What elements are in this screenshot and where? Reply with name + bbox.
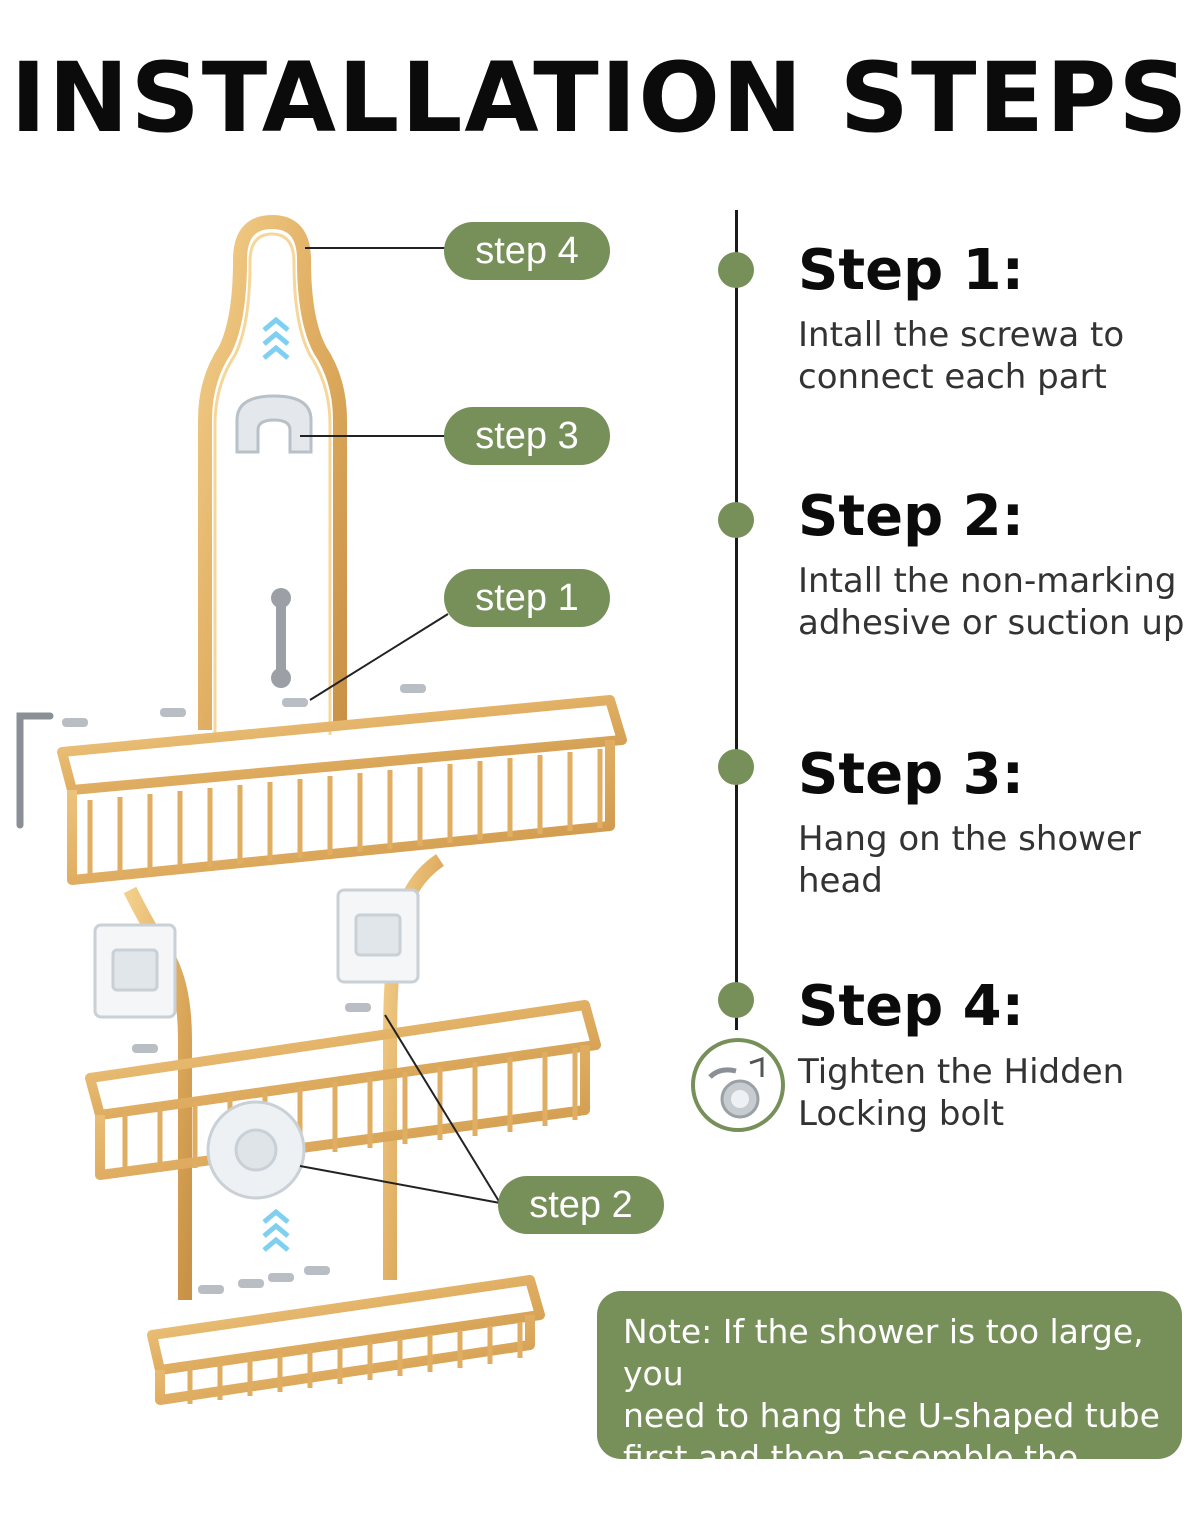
step-1-description: Intall the screwa to connect each part <box>798 315 1125 397</box>
top-basket <box>57 695 627 885</box>
suction-cup-icon <box>206 1100 306 1200</box>
wrench-icon <box>271 588 291 688</box>
timeline-dot-2 <box>718 502 754 538</box>
caddy-illustration <box>16 215 627 1405</box>
step-1-title: Step 1: <box>798 238 1025 303</box>
adhesive-pad-icon <box>93 888 420 1019</box>
allen-key-icon <box>16 712 54 829</box>
bottom-basket-wires <box>187 1322 523 1404</box>
middle-basket <box>85 1000 601 1180</box>
shower-head-icon <box>691 1038 785 1132</box>
timeline-dot-3 <box>718 749 754 785</box>
step-4-description: Tighten the Hidden Locking bolt <box>798 1052 1125 1134</box>
top-basket-wires <box>87 749 603 880</box>
step-2-title: Step 2: <box>798 484 1025 549</box>
callout-leaders <box>299 247 501 1204</box>
timeline-line <box>735 210 738 1030</box>
callout-step-4: step 4 <box>444 222 610 280</box>
bottom-basket <box>147 1275 545 1405</box>
timeline-dot-1 <box>718 252 754 288</box>
callout-step-1: step 1 <box>444 569 610 627</box>
step-2-description: Intall the non-marking adhesive or sucti… <box>798 561 1185 643</box>
hook-icon <box>235 394 313 454</box>
step-3-title: Step 3: <box>798 742 1025 807</box>
timeline-dot-4 <box>718 982 754 1018</box>
step-3-description: Hang on the shower head <box>798 819 1141 901</box>
up-arrows-icon <box>262 316 290 1252</box>
callout-step-2: step 2 <box>498 1176 664 1234</box>
screw-icon <box>62 684 426 1294</box>
note-box: Note: If the shower is too large, you ne… <box>597 1291 1182 1519</box>
callout-step-3: step 3 <box>444 407 610 465</box>
step-4-title: Step 4: <box>798 974 1025 1039</box>
page-title: INSTALLATION STEPS <box>10 42 1190 154</box>
note-text: Note: If the shower is too large, you ne… <box>623 1312 1160 1519</box>
